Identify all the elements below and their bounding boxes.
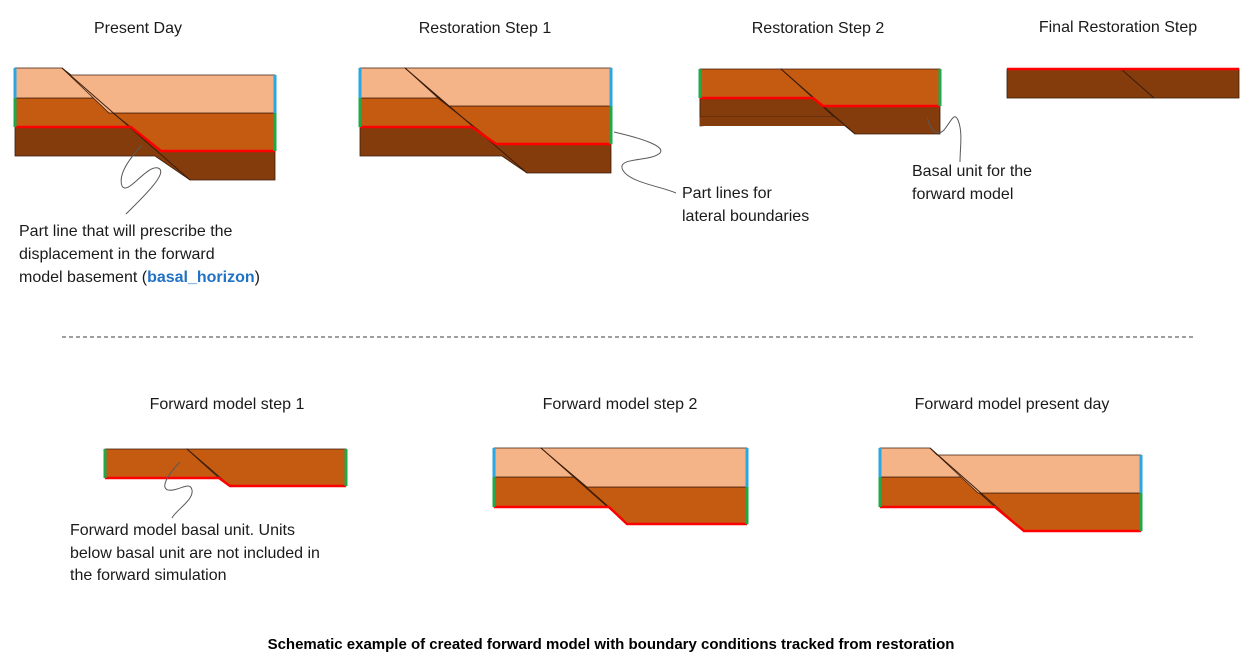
basal-horizon-line	[15, 125, 275, 153]
title-forward-step-1: Forward model step 1	[150, 396, 305, 413]
fault-line	[1120, 68, 1155, 99]
callout-lateral-boundaries: Part lines for lateral boundaries	[682, 185, 809, 225]
basal-horizon-line	[494, 505, 747, 526]
figure-caption: Schematic example of created forward mod…	[268, 636, 955, 653]
panel-restoration-step-1	[358, 67, 613, 174]
title-restoration-step-1: Restoration Step 1	[419, 20, 552, 37]
callout-connector	[164, 461, 193, 519]
fault-line	[404, 67, 528, 174]
panel-present-day	[13, 67, 277, 181]
panel-forward-step-1	[103, 448, 348, 488]
basal-horizon-term: basal_horizon	[147, 269, 255, 286]
basal-horizon-line	[880, 505, 1141, 533]
title-forward-step-2: Forward model step 2	[543, 396, 698, 413]
panel-final-restoration	[1006, 67, 1240, 99]
title-restoration-step-2: Restoration Step 2	[752, 20, 885, 37]
panel-restoration-step-2	[698, 68, 942, 135]
middle-unit	[185, 448, 347, 487]
basement-unit	[700, 117, 855, 134]
basal-horizon-line	[360, 125, 611, 146]
basal-horizon-line	[700, 96, 940, 108]
callout-connector	[926, 116, 962, 163]
title-present-day: Present Day	[94, 20, 182, 37]
callout-connector	[613, 131, 677, 194]
callout-connector	[120, 144, 162, 215]
title-final-restoration-step: Final Restoration Step	[1039, 19, 1197, 36]
panel-forward-present-day	[878, 447, 1143, 533]
callout-forward-basal-unit: Forward model basal unit. Units below ba…	[70, 522, 324, 584]
title-forward-present-day: Forward model present day	[915, 396, 1110, 413]
basement-unit	[1006, 68, 1240, 99]
basement-unit	[699, 97, 836, 118]
basal-horizon-line	[105, 476, 346, 488]
fault-line	[61, 67, 191, 181]
callout-part-line: Part line that will prescribe the displa…	[19, 223, 260, 286]
panel-forward-step-2	[492, 447, 749, 526]
callout-basal-unit: Basal unit for the forward model	[912, 163, 1037, 203]
